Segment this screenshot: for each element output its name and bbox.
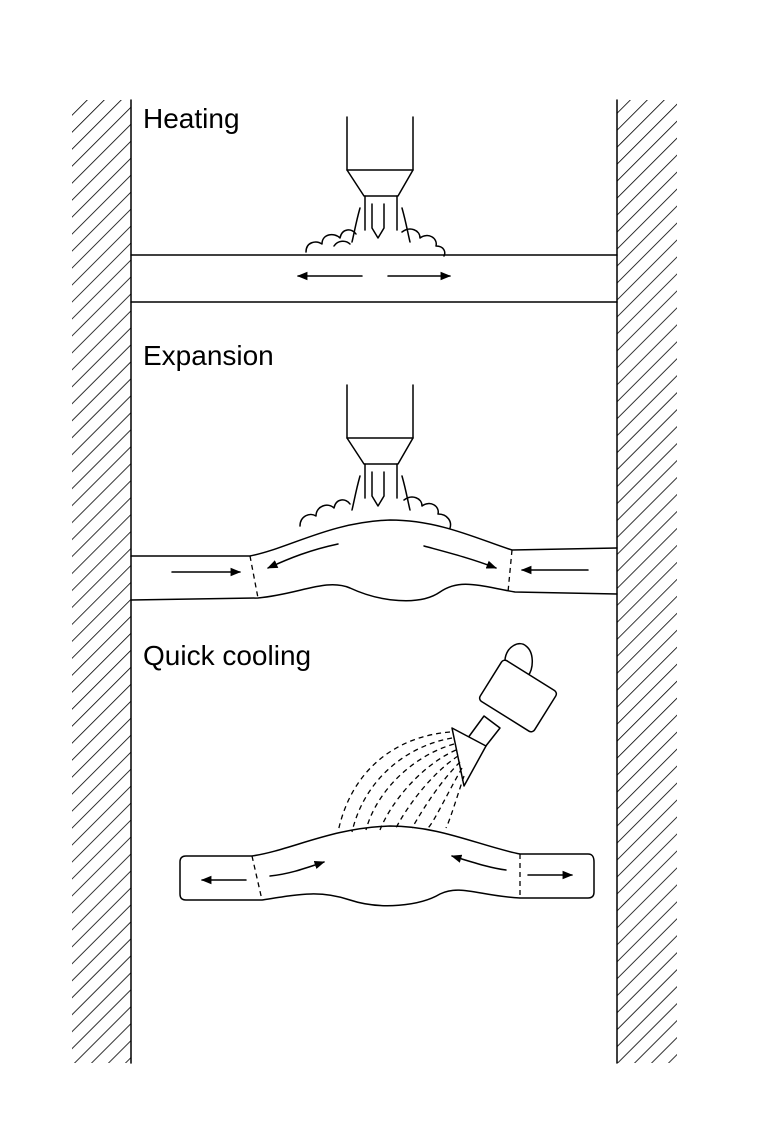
- right-wall: [616, 99, 677, 1064]
- cooled-workpiece: [179, 825, 595, 907]
- bulge-arrow-right: [423, 545, 497, 569]
- heating-panel: [130, 116, 618, 303]
- panel-label-expansion: Expansion: [143, 340, 274, 371]
- expansion-panel: [130, 384, 618, 602]
- panel-label-heating: Heating: [143, 103, 240, 134]
- panel-label-quick-cooling: Quick cooling: [143, 640, 311, 671]
- water-spray: [337, 731, 465, 833]
- water-sprayer-icon: [451, 642, 558, 787]
- quick-cooling-panel: [179, 642, 595, 907]
- torch-icon: [346, 116, 414, 243]
- torch-icon: [346, 384, 414, 511]
- bulged-workpiece: [130, 519, 618, 602]
- bulge-arrow-left: [267, 543, 339, 569]
- left-wall: [72, 99, 132, 1064]
- flame-icon: [299, 496, 452, 529]
- workpiece-bar: [130, 254, 618, 303]
- shrink-arrow-left: [269, 861, 325, 877]
- flame-icon: [305, 228, 446, 257]
- shrink-arrow-right: [450, 854, 507, 871]
